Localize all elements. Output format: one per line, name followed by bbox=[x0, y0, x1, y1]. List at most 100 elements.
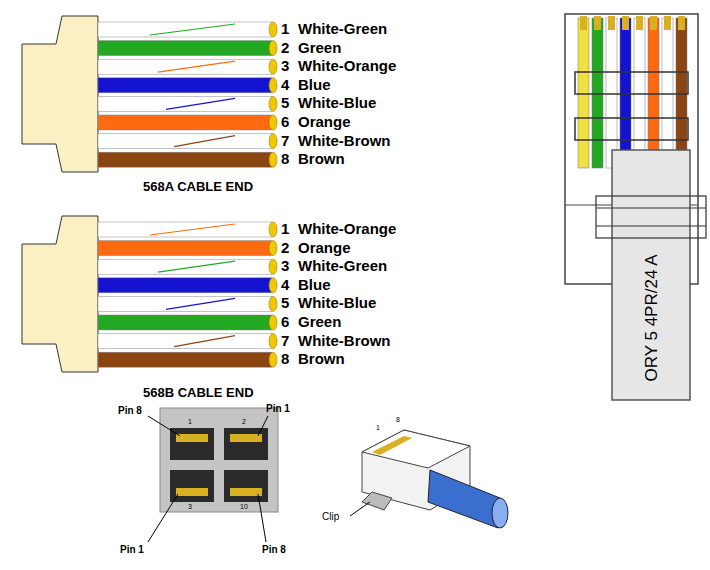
wire bbox=[98, 134, 272, 149]
caption: 568B CABLE END bbox=[143, 386, 254, 399]
plug-contact bbox=[678, 16, 685, 30]
plug-contact bbox=[664, 16, 671, 30]
wire-stripe bbox=[166, 298, 235, 309]
wire bbox=[98, 278, 272, 293]
wire-color: White-Blue bbox=[298, 295, 376, 310]
wire-end bbox=[269, 259, 277, 274]
wire-color: Blue bbox=[298, 77, 331, 92]
port-number: 2 bbox=[242, 418, 246, 425]
wire bbox=[98, 41, 272, 56]
wire bbox=[98, 222, 272, 237]
wire-end bbox=[269, 352, 277, 367]
wire-stripe bbox=[150, 24, 235, 35]
wire-end bbox=[269, 59, 277, 74]
pin-number: 5 bbox=[281, 295, 289, 310]
wire-color: Green bbox=[298, 40, 341, 55]
plug-contact bbox=[622, 16, 629, 30]
wire-end bbox=[269, 222, 277, 237]
wire-end bbox=[269, 241, 277, 256]
pin-number: 3 bbox=[281, 258, 289, 273]
wire-stripe bbox=[166, 98, 235, 109]
wire-end bbox=[269, 41, 277, 56]
pin-number: 2 bbox=[281, 40, 289, 55]
plug-wire bbox=[606, 18, 617, 168]
pin-label: Pin 1 bbox=[120, 545, 144, 555]
wire-end bbox=[269, 22, 277, 37]
wire-end bbox=[269, 296, 277, 311]
wire-color: Green bbox=[298, 314, 341, 329]
wire-color: White-Orange bbox=[298, 58, 396, 73]
wire-stripe bbox=[174, 136, 235, 147]
wire-color: Blue bbox=[298, 277, 331, 292]
plug-contact bbox=[636, 16, 643, 30]
wire-stripe bbox=[158, 261, 235, 272]
wire-end bbox=[269, 152, 277, 167]
part-label: Clip bbox=[322, 512, 339, 522]
plug-contact bbox=[608, 16, 615, 30]
pin-number: 1 bbox=[281, 21, 289, 36]
wire bbox=[98, 78, 272, 93]
plug-wire bbox=[592, 18, 603, 168]
pin-label: Pin 8 bbox=[118, 406, 142, 416]
wire-color: White-Brown bbox=[298, 133, 390, 148]
pin-label: Pin 1 bbox=[266, 404, 290, 414]
wire bbox=[98, 22, 272, 37]
wire-end bbox=[269, 334, 277, 349]
wire-stripe bbox=[174, 336, 235, 347]
wire bbox=[98, 241, 272, 256]
pin-number: 1 bbox=[376, 424, 380, 431]
plug-wire bbox=[578, 18, 589, 168]
plug-contact bbox=[594, 16, 601, 30]
pin-number: 6 bbox=[281, 114, 289, 129]
jack-panel bbox=[148, 408, 278, 542]
plug-wire bbox=[648, 18, 659, 168]
pin-number: 3 bbox=[281, 58, 289, 73]
port-number: 3 bbox=[188, 503, 192, 510]
wire-stripe bbox=[150, 224, 235, 235]
pin-number: 7 bbox=[281, 133, 289, 148]
wire bbox=[98, 59, 272, 74]
pin-number: 7 bbox=[281, 333, 289, 348]
port-number: 10 bbox=[240, 503, 248, 510]
wire bbox=[98, 259, 272, 274]
wire bbox=[98, 115, 272, 130]
wire bbox=[98, 152, 272, 167]
plug-wire bbox=[634, 18, 645, 168]
wire-end bbox=[269, 78, 277, 93]
plug-contact bbox=[650, 16, 657, 30]
wire-color: White-Green bbox=[298, 21, 387, 36]
wire-color: Orange bbox=[298, 114, 351, 129]
wire-color: White-Blue bbox=[298, 95, 376, 110]
pin-number: 6 bbox=[281, 314, 289, 329]
wire-color: Brown bbox=[298, 351, 345, 366]
wire-color: Orange bbox=[298, 240, 351, 255]
wire-stripe bbox=[158, 61, 235, 72]
plug-wire bbox=[676, 18, 687, 168]
plug-contact bbox=[580, 16, 587, 30]
wire-end bbox=[269, 96, 277, 111]
pin-number: 4 bbox=[281, 77, 289, 92]
wire bbox=[98, 315, 272, 330]
wire-color: White-Brown bbox=[298, 333, 390, 348]
wire bbox=[98, 352, 272, 367]
wire-color: Brown bbox=[298, 151, 345, 166]
wire-color: White-Orange bbox=[298, 221, 396, 236]
wire-end bbox=[269, 134, 277, 149]
plug-wire bbox=[662, 18, 673, 168]
rj45-plug bbox=[565, 14, 706, 400]
cable-jacket bbox=[22, 16, 98, 172]
pin-number: 4 bbox=[281, 277, 289, 292]
caption: 568A CABLE END bbox=[143, 180, 253, 193]
pin-label: Pin 8 bbox=[262, 545, 286, 555]
wire-end bbox=[269, 278, 277, 293]
pin-number: 8 bbox=[396, 416, 400, 423]
wire bbox=[98, 96, 272, 111]
port-number: 1 bbox=[188, 418, 192, 425]
wire-color: White-Green bbox=[298, 258, 387, 273]
pin-number: 8 bbox=[281, 351, 289, 366]
plug-wire bbox=[620, 18, 631, 168]
pin-number: 2 bbox=[281, 240, 289, 255]
pin-number: 5 bbox=[281, 95, 289, 110]
